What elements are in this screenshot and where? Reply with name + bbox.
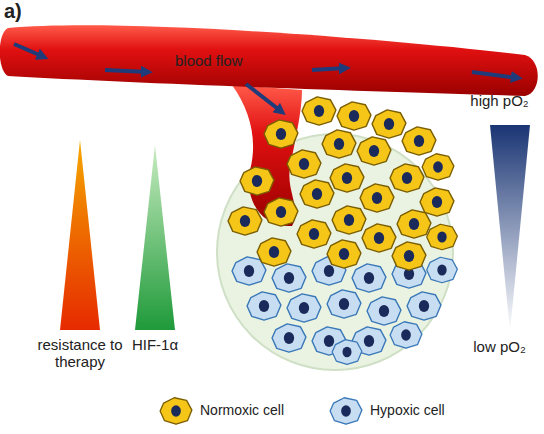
hypoxic-cells [232, 257, 457, 364]
gradient-label: high pO₂ [455, 92, 544, 109]
cell-swatch [330, 398, 362, 424]
tumor-mass [217, 134, 453, 370]
flow-label: blood flow [175, 52, 275, 69]
blood-vessel [0, 25, 538, 96]
normoxic-cells [228, 97, 457, 270]
cell-swatch [160, 398, 192, 424]
resistance-gradient [60, 140, 100, 330]
oxygen-gradient [490, 125, 530, 332]
hif-gradient [135, 145, 175, 330]
legend-swatch [328, 396, 364, 426]
legend-text: Normoxic cell [200, 402, 320, 418]
panel-label: a) [4, 0, 44, 23]
flow-arrows [14, 44, 518, 112]
cell-nucleus [171, 405, 181, 416]
legend-text: Hypoxic cell [370, 402, 490, 418]
cell-nucleus [341, 405, 351, 416]
gradient-label: low pO₂ [455, 338, 544, 355]
gradient-label: HIF-1α [110, 336, 200, 353]
legend-swatch [158, 396, 194, 426]
gradient-label: resistance to therapy [36, 336, 124, 371]
